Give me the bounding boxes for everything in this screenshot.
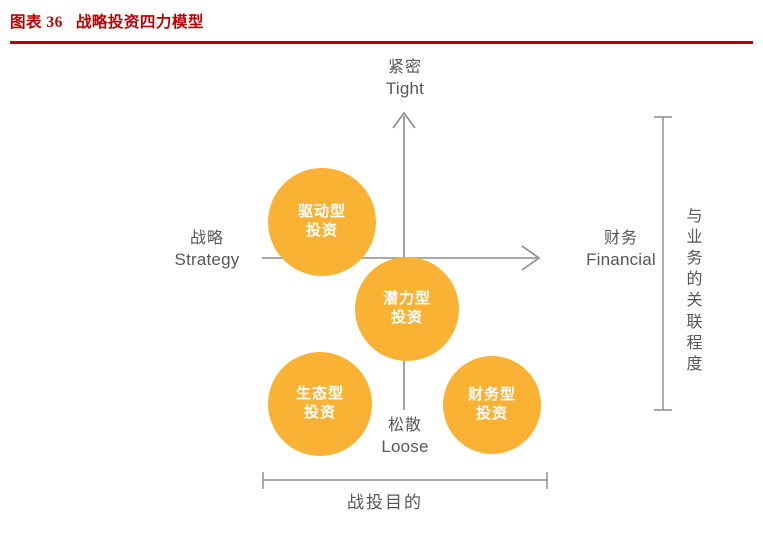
bubble-potential-line1: 潜力型 (382, 290, 431, 308)
bottom-bracket-icon (262, 472, 548, 489)
bubble-ecology-line1: 生态型 (295, 385, 344, 403)
axis-label-top: 紧密 Tight (347, 58, 463, 100)
axis-label-top-en: Tight (385, 79, 425, 99)
bubble-potential-investment: 潜力型 投资 (355, 257, 459, 361)
axis-label-right-cn: 财务 (603, 230, 638, 247)
axis-label-right: 财务 Financial (551, 229, 691, 271)
bubble-finance-investment: 财务型 投资 (443, 356, 541, 454)
axis-label-right-en: Financial (586, 250, 656, 270)
right-bracket-caption: 与业务的关联程度 (686, 208, 704, 373)
bubble-ecology-investment: 生态型 投资 (268, 352, 372, 456)
bottom-bracket-caption: 战投目的 (347, 493, 423, 512)
bubble-driver-investment: 驱动型 投资 (268, 168, 376, 276)
quadrant-diagram: 驱动型 投资 潜力型 投资 生态型 投资 财务型 投资 紧密 Tight 松散 … (0, 46, 763, 551)
axis-label-left-en: Strategy (174, 250, 240, 270)
figure-number: 图表 36 (10, 14, 63, 31)
bubble-finance-line1: 财务型 (467, 386, 516, 404)
axis-label-left: 战略 Strategy (144, 229, 270, 271)
axis-label-top-cn: 紧密 (387, 59, 422, 76)
bubble-driver-line2: 投资 (305, 222, 338, 239)
bubble-driver-line1: 驱动型 (297, 203, 346, 221)
axis-label-bottom-en: Loose (381, 437, 429, 457)
axis-label-bottom-cn: 松散 (387, 417, 422, 434)
page-title: 图表 36 战略投资四力模型 (10, 10, 204, 32)
axis-label-bottom: 松散 Loose (347, 416, 463, 458)
figure-title-text: 战略投资四力模型 (75, 14, 204, 31)
bubble-finance-line2: 投资 (475, 405, 508, 422)
bubble-potential-line2: 投资 (390, 309, 423, 326)
figure-header: 图表 36 战略投资四力模型 (0, 0, 763, 46)
axis-label-left-cn: 战略 (189, 230, 224, 247)
right-bracket-icon (654, 116, 672, 411)
header-divider (10, 41, 753, 44)
bubble-ecology-line2: 投资 (303, 404, 336, 421)
